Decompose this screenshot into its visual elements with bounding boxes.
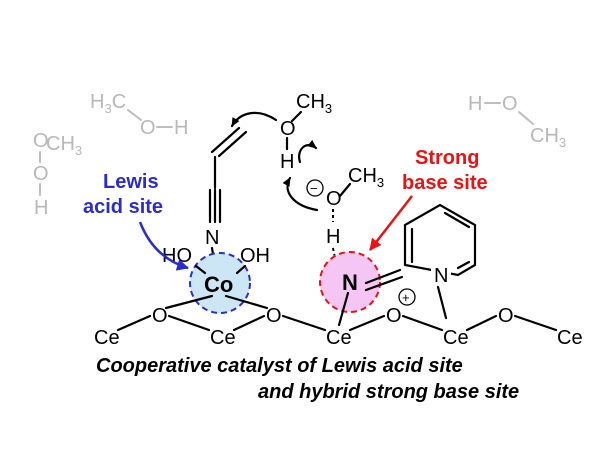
svg-text:CH3: CH3 [296,91,332,116]
methanol-faded-far-left: O CH3 O H [33,130,82,219]
svg-text:H: H [468,93,482,115]
methanol-top: CH3 O H [280,91,332,173]
lewis-label-line2: acid site [83,196,163,218]
svg-text:CH3: CH3 [46,133,82,158]
base-label-line1: Strong [415,147,479,169]
acrylonitrile: N [205,126,248,262]
cobalt-atom: Co [204,272,233,297]
svg-text:O: O [266,305,282,327]
caption-line1: Cooperative catalyst of Lewis acid site [96,355,463,377]
methanol-faded-right: H O CH3 [468,93,566,150]
methoxide-anion: − O CH3 H [306,165,384,259]
svg-text:O: O [33,163,49,185]
base-pointer-arrow [369,195,413,251]
svg-text:CH3: CH3 [348,165,384,190]
lewis-label-line1: Lewis [103,171,159,193]
svg-text:Ce: Ce [94,327,120,349]
svg-text:O: O [152,305,168,327]
svg-text:H3C: H3C [90,91,126,116]
svg-text:CH3: CH3 [530,125,566,150]
pyridine-ring: N [403,203,477,320]
strong-base-site-highlight [319,251,381,313]
lewis-pointer-arrow [138,221,189,271]
base-label-line2: base site [402,172,488,194]
svg-text:O: O [502,93,518,115]
imine-nitrogen: N [342,270,358,295]
svg-text:O: O [280,118,296,140]
methanol-faded-left: H3C O H [90,91,188,139]
svg-text:O: O [498,305,514,327]
caption-line2: and hybrid strong base site [258,381,519,403]
svg-text:H: H [174,117,188,139]
svg-text:Ce: Ce [443,327,469,349]
svg-text:H: H [326,226,340,248]
svg-text:N: N [205,227,219,249]
hydroxyl-right: OH [240,245,270,267]
svg-text:Ce: Ce [210,327,236,349]
svg-text:Ce: Ce [557,327,583,349]
svg-text:+: + [402,290,410,305]
svg-text:O: O [386,305,402,327]
svg-text:H: H [34,197,48,219]
curved-arrow-middle [298,139,318,164]
svg-text:O: O [140,117,156,139]
svg-text:O: O [33,130,49,152]
curved-arrow-top [230,111,278,128]
ceria-surface: Ce O Ce O Ce O Ce O Ce [94,291,583,349]
curved-arrow-lower [282,176,319,212]
svg-text:H: H [280,151,294,173]
svg-text:Ce: Ce [326,327,352,349]
pyridine-nitrogen: N [434,265,448,287]
svg-text:−: − [310,181,318,196]
svg-text:O: O [326,188,342,210]
